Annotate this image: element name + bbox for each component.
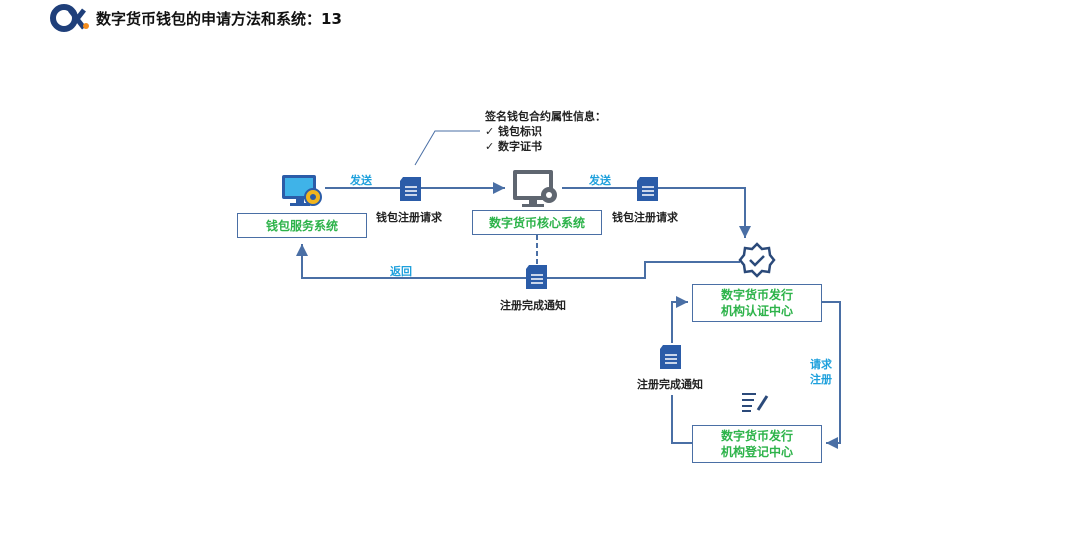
- edge-label-request-reg: 请求 注册: [810, 357, 832, 387]
- node-label: 数字货币发行: [720, 429, 793, 443]
- annotation-item: ✓ 钱包标识: [485, 125, 543, 138]
- edge-label-return: 返回: [390, 265, 412, 278]
- edge-label-line: 注册: [810, 373, 832, 386]
- node-wallet-service: 钱包服务系统: [237, 213, 367, 238]
- node-label: 数字货币发行: [720, 288, 793, 302]
- annotation-item: ✓ 数字证书: [485, 140, 543, 153]
- edge-label-request: 钱包注册请求: [376, 211, 442, 224]
- edge-request-reg: [822, 301, 841, 449]
- annotation: 签名钱包合约属性信息： ✓ 钱包标识 ✓ 数字证书: [485, 109, 606, 154]
- node-cert-center: 数字货币发行 机构认证中心: [692, 284, 822, 322]
- node-label: 机构认证中心: [720, 304, 793, 318]
- annotation-heading: 签名钱包合约属性信息：: [485, 110, 606, 123]
- core-monitor-gear-icon: [513, 170, 557, 207]
- edge-label-notice: 注册完成通知: [637, 378, 703, 391]
- logo-icon: [50, 4, 89, 32]
- annotation-leader: [414, 130, 480, 166]
- page-title: 数字货币钱包的申请方法和系统：13: [96, 10, 342, 28]
- document-icon: [637, 177, 658, 201]
- edge-label-request: 钱包注册请求: [612, 211, 678, 224]
- document-icon: [526, 265, 547, 289]
- verified-badge-icon: [738, 242, 776, 278]
- wallet-monitor-icon: [282, 175, 322, 206]
- edge-label-send: 发送: [350, 174, 372, 187]
- edge-send2: [562, 187, 751, 238]
- node-reg-center: 数字货币发行 机构登记中心: [692, 425, 822, 463]
- edge-return: [296, 244, 740, 279]
- edge-label-notice: 注册完成通知: [500, 299, 566, 312]
- node-label: 机构登记中心: [720, 445, 793, 459]
- document-icon: [400, 177, 421, 201]
- node-core-system: 数字货币核心系统: [472, 210, 602, 235]
- edit-list-icon: [742, 393, 769, 412]
- document-icon: [660, 345, 681, 369]
- edge-label-line: 请求: [810, 358, 832, 371]
- edge-label-send: 发送: [589, 174, 611, 187]
- edge-notice2-a: [671, 395, 692, 444]
- edge-notice2-b: [671, 296, 688, 343]
